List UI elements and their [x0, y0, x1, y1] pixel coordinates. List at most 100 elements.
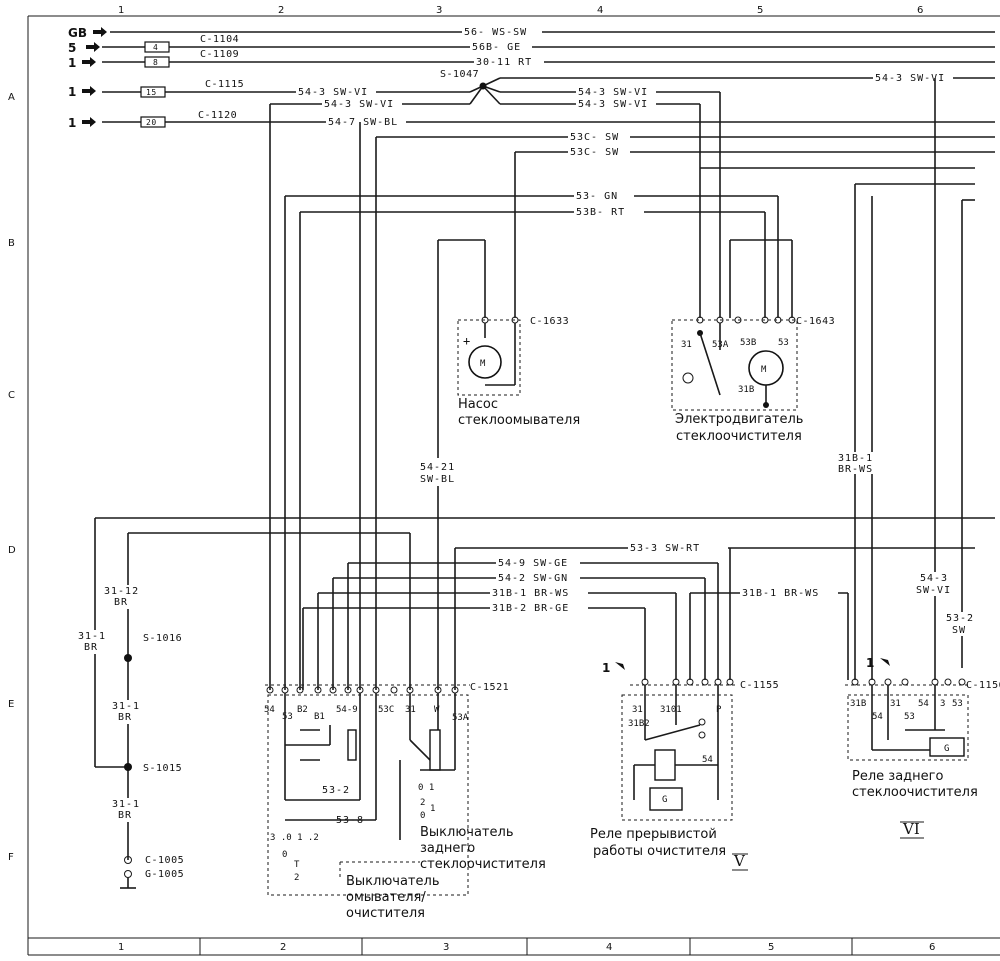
- sw-pin-54-9: 54-9: [336, 705, 358, 715]
- conn-c1104: C-1104: [200, 34, 239, 45]
- source-1b: 1: [68, 85, 76, 99]
- source-1a: 1: [68, 56, 76, 70]
- grid-col-4: 4: [597, 5, 603, 16]
- conn-c1155: C-1155: [740, 680, 779, 691]
- grid-col-2-bottom: 2: [280, 942, 286, 953]
- conn-c1521: C-1521: [470, 682, 509, 693]
- rear-pin-3: 3: [940, 699, 945, 709]
- relay-pin-31b2: 31B2: [628, 719, 650, 729]
- wire-53b: 53B- RT: [576, 207, 625, 218]
- pump-label-1: Насос: [458, 397, 498, 412]
- interval-relay-label-2: работы очистителя: [593, 844, 726, 859]
- conn-c1115: C-1115: [205, 79, 244, 90]
- fuse-8: [144, 56, 170, 68]
- fuse-15: [140, 86, 166, 98]
- wire-53: 53- GN: [576, 191, 618, 202]
- switch-block: 54 53 B2 B1 54-9 53C 31 W 53A C-1521 53-…: [264, 682, 546, 921]
- relay-pin-31: 31: [632, 705, 643, 715]
- grid-col-6-bottom: 6: [929, 942, 935, 953]
- conn-g1005: G-1005: [145, 869, 184, 880]
- wire-53-2-color: SW: [952, 625, 966, 636]
- fuse-label-4: 4: [153, 43, 158, 52]
- grid-col-1-bottom: 1: [118, 942, 124, 953]
- relay-pin-g: G: [662, 795, 667, 805]
- wire-54-3-right: 54-3 SW-VI: [875, 73, 945, 84]
- rear-pin-g: G: [944, 744, 949, 754]
- source-5: 5: [68, 41, 76, 55]
- wire-54-3-d: 54-3 SW-VI: [578, 99, 648, 110]
- motor-pin-53a: 53A: [712, 340, 729, 350]
- motor-pin-31: 31: [681, 340, 692, 350]
- conn-c1643: C-1643: [796, 316, 835, 327]
- wire-53-8-inner: 53-8: [336, 815, 364, 826]
- wire-53c-b: 53C- SW: [570, 147, 619, 158]
- splice-s1015: S-1015: [143, 763, 182, 774]
- splice-s1047: S-1047: [440, 69, 479, 80]
- switch-block-pins: [266, 686, 459, 694]
- rear-switch-label-1: Выключатель: [420, 825, 513, 840]
- conn-c1120: C-1120: [198, 110, 237, 121]
- relay-pin-3101: 3101: [660, 705, 682, 715]
- washer-switch-label-3: очистителя: [346, 906, 425, 921]
- rear-pin-54b: 54: [918, 699, 929, 709]
- grid-col-3-bottom: 3: [443, 942, 449, 953]
- frame: [27, 15, 1000, 956]
- top-wire-labels: 56- WS-SW 56B- GE 30-11 RT: [462, 25, 544, 68]
- wire-54-3-v-color: SW-VI: [916, 585, 951, 596]
- sw-pin-54: 54: [264, 705, 275, 715]
- wire-31-1-a: 31-1: [78, 631, 106, 642]
- arrow-right-icon: [82, 27, 107, 127]
- wire-53c-a: 53C- SW: [570, 132, 619, 143]
- relay-pin-p: P: [716, 705, 722, 715]
- rear-relay-label-1: Реле заднего: [852, 769, 943, 784]
- splice-s1015-dot: [124, 763, 132, 771]
- wire-31-1-c: 31-1: [112, 799, 140, 810]
- motor-pin-53b: 53B: [740, 338, 756, 348]
- washer-pump: M + C-1633 Насос стеклоомывателя 54-21 S…: [420, 239, 580, 690]
- wire-54-7: 54-7 SW-BL: [328, 117, 398, 128]
- sw-pos-6: 2: [420, 798, 425, 808]
- wire-31b-2: 31B-2 BR-GE: [492, 603, 569, 614]
- interval-relay-label-1: Реле прерывистой: [590, 827, 717, 842]
- grid-column-labels: 1 2 3 4 5 6 1 2 3 4 5 6: [118, 5, 935, 953]
- conn-c1633: C-1633: [530, 316, 569, 327]
- pump-motor-icon: [468, 345, 502, 379]
- sw-pin-53a: 53A: [452, 713, 469, 723]
- wire-56: 56- WS-SW: [464, 27, 527, 38]
- motor-symbol: M: [761, 365, 767, 375]
- wire-31-1-c-color: BR: [118, 810, 132, 821]
- roman-vi: VI: [902, 820, 920, 838]
- roman-v: V: [733, 852, 746, 870]
- source-gb: GB: [68, 26, 87, 40]
- wiper-motor: M 31 53A 53B 53 31B C-1643 Электродвигат…: [671, 239, 835, 444]
- wire-31b-1-right: 31B-1: [838, 453, 873, 464]
- wire-54-21: 54-21: [420, 462, 455, 473]
- wire-54-21-color: SW-BL: [420, 474, 455, 485]
- grid-row-f: F: [8, 852, 14, 863]
- motor-label-2: стеклоочистителя: [676, 429, 802, 444]
- splice-dot: [479, 82, 487, 90]
- sw-pos-2: 0: [282, 850, 287, 860]
- rear-pin-54: 54: [872, 712, 883, 722]
- fuse-label-20: 20: [146, 118, 157, 127]
- sw-pin-b2: B2: [297, 705, 308, 715]
- sw-pos-1: 3 .0 1 .2: [270, 833, 319, 843]
- pump-label-2: стеклоомывателя: [458, 413, 580, 428]
- fuse-label-8: 8: [153, 58, 158, 67]
- rear-switch-label-3: стеклоочистителя: [420, 857, 546, 872]
- lower-wires: 53-3 SW-RT 54-9 SW-GE 54-2 SW-GN 31B-1 B…: [302, 542, 977, 690]
- wire-31-1-b: 31-1: [112, 701, 140, 712]
- conn-c1005: C-1005: [145, 855, 184, 866]
- wire-54-9: 54-9 SW-GE: [498, 558, 568, 569]
- sw-pos-5: 0 1: [418, 783, 434, 793]
- sw-pos-4: 2: [294, 873, 299, 883]
- rear-pin-53: 53: [904, 712, 915, 722]
- grid-row-labels: A B C D E F: [8, 92, 16, 863]
- rear-pin-53b: 53: [952, 699, 963, 709]
- motor-pin-31b: 31B: [738, 385, 754, 395]
- grid-col-5-bottom: 5: [768, 942, 774, 953]
- rear-pin-31b: 31B: [850, 699, 866, 709]
- sw-pin-w: W: [434, 705, 440, 715]
- splice-s1047-group: S-1047 54-3 SW-VI 54-3 SW-VI 54-3 SW-VI …: [270, 69, 995, 128]
